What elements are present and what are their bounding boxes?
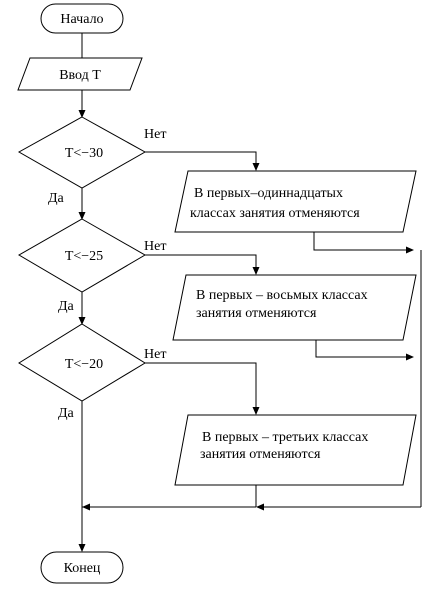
condition-2-label: T<−25 [65, 249, 103, 264]
edge-output2-out [315, 340, 413, 358]
edge-cond3-no [145, 362, 257, 414]
arrow-head [252, 163, 260, 171]
output-2-line1: В первых – восьмых классах [196, 288, 368, 303]
arrow-head [78, 212, 86, 220]
arrow-head [78, 110, 86, 118]
condition-2-yes-label: Да [58, 299, 75, 314]
output-3-block [174, 414, 417, 486]
arrow-head [406, 246, 414, 254]
end-label: Конец [64, 561, 101, 576]
condition-2-no-label: Нет [144, 239, 166, 254]
condition-1-diamond [17, 116, 147, 189]
start-label: Начало [60, 12, 103, 27]
arrow-head [78, 544, 86, 552]
output-1-block [174, 170, 417, 233]
arrow-head [406, 353, 414, 361]
start-terminator [40, 3, 124, 34]
arrow-head [256, 503, 264, 511]
arrow-head [252, 267, 260, 275]
output-3-line2: занятия отменяются [200, 447, 321, 462]
edge-cond2-no [145, 254, 257, 274]
condition-1-yes-label: Да [48, 191, 65, 206]
output-2-line2: занятия отменяются [196, 306, 317, 321]
output-2-block [172, 274, 417, 341]
edge-output1-out [313, 232, 413, 251]
input-label: Ввод T [59, 68, 101, 83]
arrow-head [78, 317, 86, 325]
condition-1-label: T<−30 [65, 146, 103, 161]
condition-2-diamond [18, 218, 146, 293]
arrow-head [252, 407, 260, 415]
condition-3-label: T<−20 [65, 357, 103, 372]
arrow-head [82, 503, 90, 511]
condition-3-no-label: Нет [144, 347, 166, 362]
condition-3-diamond [18, 323, 146, 402]
end-terminator [40, 551, 124, 584]
output-1-line2: классах занятия отменяются [190, 206, 360, 221]
edge-cond1-no [145, 151, 257, 170]
output-1-line1: В первых–одиннадцатых [194, 186, 343, 201]
condition-3-yes-label: Да [58, 406, 75, 421]
input-block [17, 57, 143, 91]
condition-1-no-label: Нет [144, 127, 166, 142]
output-3-line1: В первых – третьих классах [202, 430, 368, 445]
